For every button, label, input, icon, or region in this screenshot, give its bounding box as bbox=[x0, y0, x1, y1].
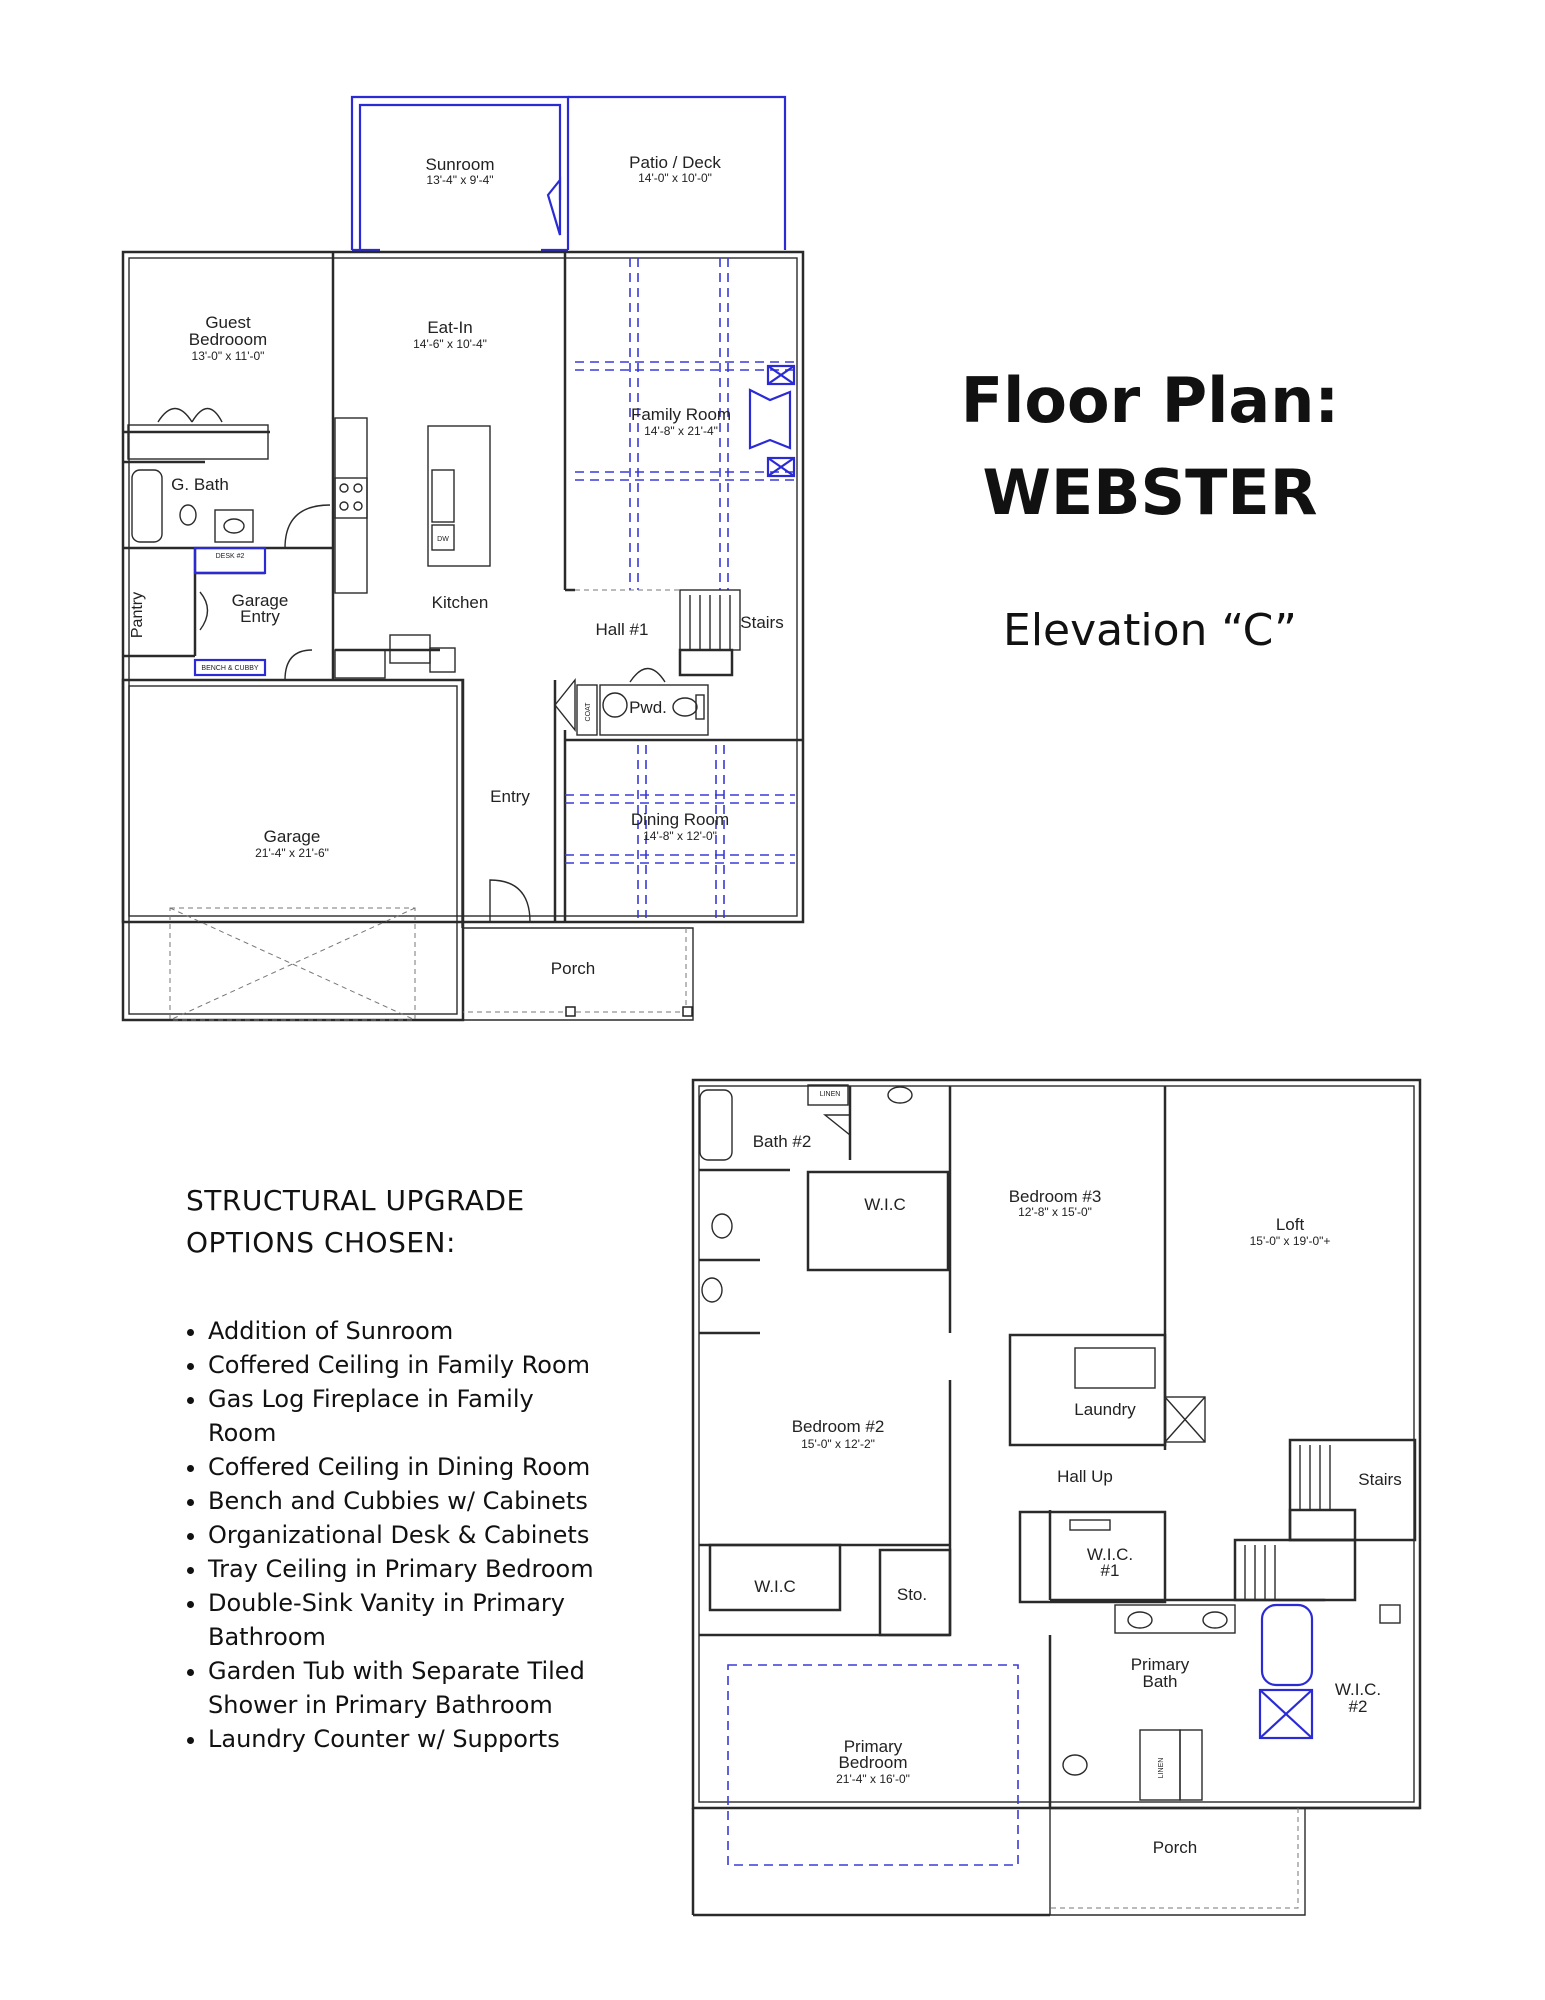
tiled-shower bbox=[1258, 1688, 1314, 1740]
entry-door bbox=[489, 879, 531, 923]
garage-dim: 21'-4" x 21'-6" bbox=[255, 846, 329, 860]
loft-label: Loft bbox=[1276, 1215, 1305, 1234]
option-item: Garden Tub with Separate Tiled Shower in… bbox=[208, 1654, 606, 1722]
primary-bath-label-2: Bath bbox=[1143, 1672, 1178, 1691]
primary-bedroom-label-1: Primary bbox=[844, 1737, 903, 1756]
laundry-label: Laundry bbox=[1074, 1400, 1136, 1419]
guest-bath-fixtures bbox=[127, 407, 269, 543]
eat-in-label: Eat-In bbox=[427, 318, 472, 337]
linen-bottom-label: LINEN bbox=[1158, 1758, 1165, 1779]
wic-top-label: W.I.C bbox=[864, 1195, 906, 1214]
gas-log-fireplace bbox=[748, 364, 796, 478]
front-porch bbox=[463, 927, 694, 1021]
garden-tub bbox=[1260, 1603, 1314, 1687]
coat-label: COAT bbox=[585, 702, 592, 722]
option-item: Bench and Cubbies w/ Cabinets bbox=[208, 1484, 606, 1518]
family-room-label: Family Room bbox=[631, 405, 731, 424]
desk-label: DESK #2 bbox=[216, 553, 245, 560]
family-room-coffered-ceiling bbox=[575, 258, 795, 591]
sunroom-walls bbox=[350, 95, 787, 252]
patio-dim: 14'-0" x 10'-0" bbox=[638, 171, 712, 185]
wic2-label-2: #2 bbox=[1349, 1697, 1368, 1716]
bath2-fixtures bbox=[699, 1084, 913, 1303]
garage-entry-label-1: Garage bbox=[232, 591, 289, 610]
option-item: Laundry Counter w/ Supports bbox=[208, 1722, 606, 1756]
hall-label: Hall #1 bbox=[596, 620, 649, 639]
bedroom3-label: Bedroom #3 bbox=[1009, 1187, 1102, 1206]
first-floor-interior-walls bbox=[123, 252, 803, 928]
bench-label: BENCH & CUBBY bbox=[201, 665, 259, 672]
entry-label: Entry bbox=[490, 787, 530, 806]
garage-label: Garage bbox=[264, 827, 321, 846]
wic1-label-2: #1 bbox=[1101, 1561, 1120, 1580]
bedroom3-dim: 12'-8" x 15'-0" bbox=[1018, 1205, 1092, 1219]
primary-tray-ceiling bbox=[727, 1664, 1019, 1866]
second-floor-interior-walls bbox=[699, 1086, 1420, 1810]
kitchen-label: Kitchen bbox=[432, 593, 489, 612]
floor-plan-title: Floor Plan: WEBSTER bbox=[950, 355, 1350, 539]
eat-in-dim: 14'-6" x 10'-4" bbox=[413, 337, 487, 351]
g-bath-label: G. Bath bbox=[171, 475, 229, 494]
wic1-label-1: W.I.C. bbox=[1087, 1545, 1133, 1564]
stairs-label: Stairs bbox=[740, 613, 783, 632]
wic2-label-1: W.I.C. bbox=[1335, 1680, 1381, 1699]
guest-bedroom-dim: 13'-0" x 11'-0" bbox=[192, 349, 265, 363]
primary-bath-label-1: Primary bbox=[1131, 1655, 1190, 1674]
title-line-1: Floor Plan: bbox=[960, 364, 1340, 437]
primary-bedroom-label-2: Bedroom bbox=[839, 1753, 908, 1772]
option-item: Addition of Sunroom bbox=[208, 1314, 606, 1348]
option-item: Organizational Desk & Cabinets bbox=[208, 1518, 606, 1552]
kitchen-fixtures bbox=[334, 417, 491, 594]
structural-options: STRUCTURAL UPGRADE OPTIONS CHOSEN: Addit… bbox=[186, 1180, 606, 1756]
first-porch-label: Porch bbox=[551, 959, 595, 978]
first-floor-labels: Sunroom 13'-4" x 9'-4" Patio / Deck 14'-… bbox=[129, 153, 784, 978]
pwd-label: Pwd. bbox=[629, 698, 667, 717]
sto-label: Sto. bbox=[897, 1585, 927, 1604]
linen-top-label: LINEN bbox=[820, 1091, 841, 1098]
second-porch-label: Porch bbox=[1153, 1838, 1197, 1857]
bench-cubby bbox=[193, 658, 267, 677]
options-heading: STRUCTURAL UPGRADE OPTIONS CHOSEN: bbox=[186, 1184, 525, 1259]
options-list: Addition of Sunroom Coffered Ceiling in … bbox=[186, 1314, 606, 1756]
option-item: Double-Sink Vanity in Primary Bathroom bbox=[208, 1586, 606, 1654]
bedroom2-label: Bedroom #2 bbox=[792, 1417, 885, 1436]
option-item: Coffered Ceiling in Dining Room bbox=[208, 1450, 606, 1484]
garage-door bbox=[169, 907, 416, 1021]
second-floor-plan: LINEN Bath #2 W.I.C Bedroom #3 12'-8" x … bbox=[691, 1078, 1422, 1917]
hall-up-label: Hall Up bbox=[1057, 1467, 1113, 1486]
powder-room bbox=[554, 667, 709, 736]
title-line-2: WEBSTER bbox=[982, 456, 1318, 529]
family-room-dim: 14'-8" x 21'-4" bbox=[644, 424, 718, 438]
dining-room-label: Dining Room bbox=[631, 810, 729, 829]
primary-bath-fixtures bbox=[1062, 1603, 1401, 1776]
option-item: Gas Log Fireplace in Family Room bbox=[208, 1382, 606, 1450]
elevation-label: Elevation “C” bbox=[1003, 605, 1297, 656]
dw-label: DW bbox=[437, 536, 449, 543]
guest-bedroom-label-2: Bedrooom bbox=[189, 330, 267, 349]
dining-room-coffered-ceiling bbox=[565, 745, 795, 918]
bath2-label: Bath #2 bbox=[753, 1132, 812, 1151]
garage-entry-label-2: Entry bbox=[240, 607, 280, 626]
organizational-desk bbox=[193, 546, 267, 575]
guest-bedroom-label-1: Guest bbox=[205, 313, 251, 332]
second-floor-labels: LINEN Bath #2 W.I.C Bedroom #3 12'-8" x … bbox=[753, 1091, 1402, 1857]
patio-label: Patio / Deck bbox=[629, 153, 721, 172]
primary-bedroom-dim: 21'-4" x 16'-0" bbox=[836, 1772, 910, 1786]
bedroom2-dim: 15'-0" x 12'-2" bbox=[801, 1437, 875, 1451]
sunroom-label: Sunroom bbox=[426, 155, 495, 174]
option-item: Coffered Ceiling in Family Room bbox=[208, 1348, 606, 1382]
first-floor-stairs bbox=[678, 589, 741, 677]
dining-room-dim: 14'-8" x 12'-0" bbox=[643, 829, 717, 843]
pantry-label: Pantry bbox=[129, 592, 146, 638]
option-item: Tray Ceiling in Primary Bedroom bbox=[208, 1552, 606, 1586]
first-floor-plan: Sunroom 13'-4" x 9'-4" Patio / Deck 14'-… bbox=[121, 95, 805, 1022]
second-porch bbox=[691, 1808, 1306, 1917]
second-stairs-label: Stairs bbox=[1358, 1470, 1401, 1489]
wic-bed2-label: W.I.C bbox=[754, 1577, 796, 1596]
second-floor-stairs bbox=[1233, 1438, 1417, 1602]
loft-dim: 15'-0" x 19'-0"+ bbox=[1250, 1234, 1331, 1248]
sunroom-dim: 13'-4" x 9'-4" bbox=[426, 173, 493, 187]
